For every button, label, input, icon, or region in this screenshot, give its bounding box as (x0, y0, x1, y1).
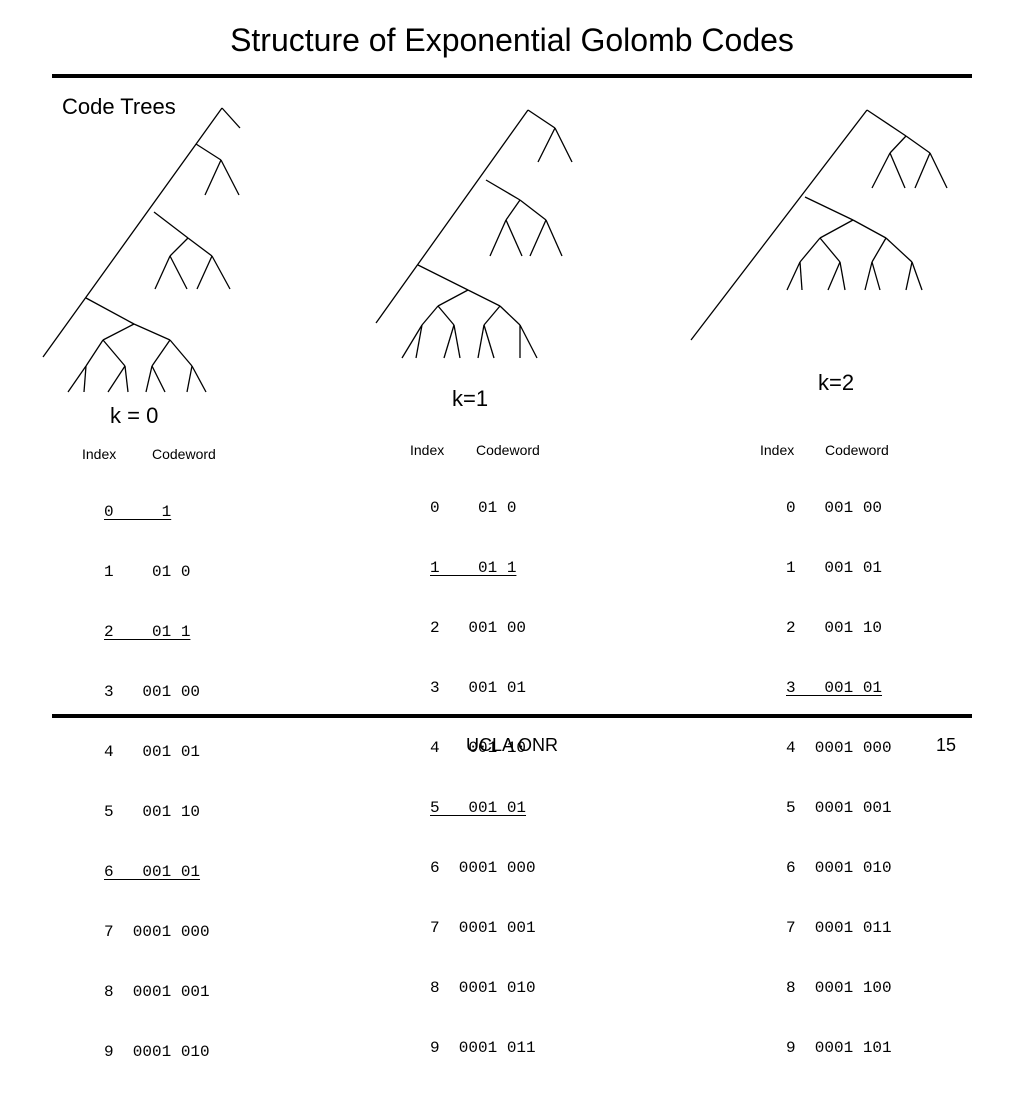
table-row: 0 1 (104, 503, 172, 521)
page-number: 15 (936, 735, 957, 755)
table-row: 0 001 00 (786, 499, 883, 517)
table-row: 1 001 01 (786, 559, 883, 577)
codeword-rows: 0 01 0 1 01 1 2 001 00 3 001 01 4 001 10… (430, 460, 536, 1096)
table-row: 1 01 1 (430, 559, 517, 577)
table-row: 3 001 00 (104, 683, 201, 701)
table-row: 9 0001 101 (786, 1039, 892, 1057)
codeword-table-k1: Index Codeword 0 01 0 1 01 1 2 001 00 3 … (410, 442, 580, 1057)
codeword-table-k0: Index Codeword 0 1 1 01 0 2 01 1 3 001 0… (82, 446, 252, 1061)
tree-k1 (375, 109, 573, 359)
table-row: 2 001 10 (786, 619, 883, 637)
codeword-rows: 0 1 1 01 0 2 01 1 3 001 00 4 001 01 5 00… (104, 464, 210, 1100)
table-row: 3 001 01 (430, 679, 527, 697)
tree-label-k1: k=1 (452, 386, 489, 411)
table-row: 7 0001 001 (430, 919, 536, 937)
table-row: 7 0001 011 (786, 919, 892, 937)
codeword-table-k2: Index Codeword 0 001 00 1 001 01 2 001 1… (760, 442, 940, 1057)
code-trees-diagram (42, 107, 948, 393)
table-row: 9 0001 011 (430, 1039, 536, 1057)
index-header: Index (82, 446, 117, 462)
codeword-header: Codeword (825, 442, 889, 458)
table-row: 1 01 0 (104, 563, 191, 581)
codeword-header: Codeword (152, 446, 216, 462)
table-row: 5 001 10 (104, 803, 201, 821)
table-row: 2 001 00 (430, 619, 527, 637)
table-row: 9 0001 010 (104, 1043, 210, 1061)
table-row: 8 0001 100 (786, 979, 892, 997)
table-row: 8 0001 010 (430, 979, 536, 997)
table-row: 5 001 01 (430, 799, 527, 817)
top-rule (52, 74, 972, 78)
codeword-header: Codeword (476, 442, 540, 458)
subtitle: Code Trees (62, 94, 176, 119)
tree-label-k0: k = 0 (110, 403, 159, 428)
table-row: 4 0001 000 (786, 739, 892, 757)
table-row: 3 001 01 (786, 679, 883, 697)
index-header: Index (760, 442, 795, 458)
tree-k2 (690, 109, 948, 341)
table-row: 0 01 0 (430, 499, 517, 517)
table-row: 4 001 10 (430, 739, 527, 757)
table-row: 6 001 01 (104, 863, 201, 881)
table-row: 5 0001 001 (786, 799, 892, 817)
tree-k0 (42, 107, 241, 393)
table-row: 7 0001 000 (104, 923, 210, 941)
table-row: 6 0001 000 (430, 859, 536, 877)
footer-organization: UCLA ONR (465, 735, 559, 755)
codeword-rows: 0 001 00 1 001 01 2 001 10 3 001 01 4 00… (786, 460, 892, 1096)
table-row: 2 01 1 (104, 623, 191, 641)
slide-title: Structure of Exponential Golomb Codes (230, 22, 794, 58)
index-header: Index (410, 442, 445, 458)
bottom-rule (52, 714, 972, 718)
table-row: 8 0001 001 (104, 983, 210, 1001)
table-row: 4 001 01 (104, 743, 201, 761)
tree-label-k2: k=2 (818, 370, 855, 395)
table-row: 6 0001 010 (786, 859, 892, 877)
